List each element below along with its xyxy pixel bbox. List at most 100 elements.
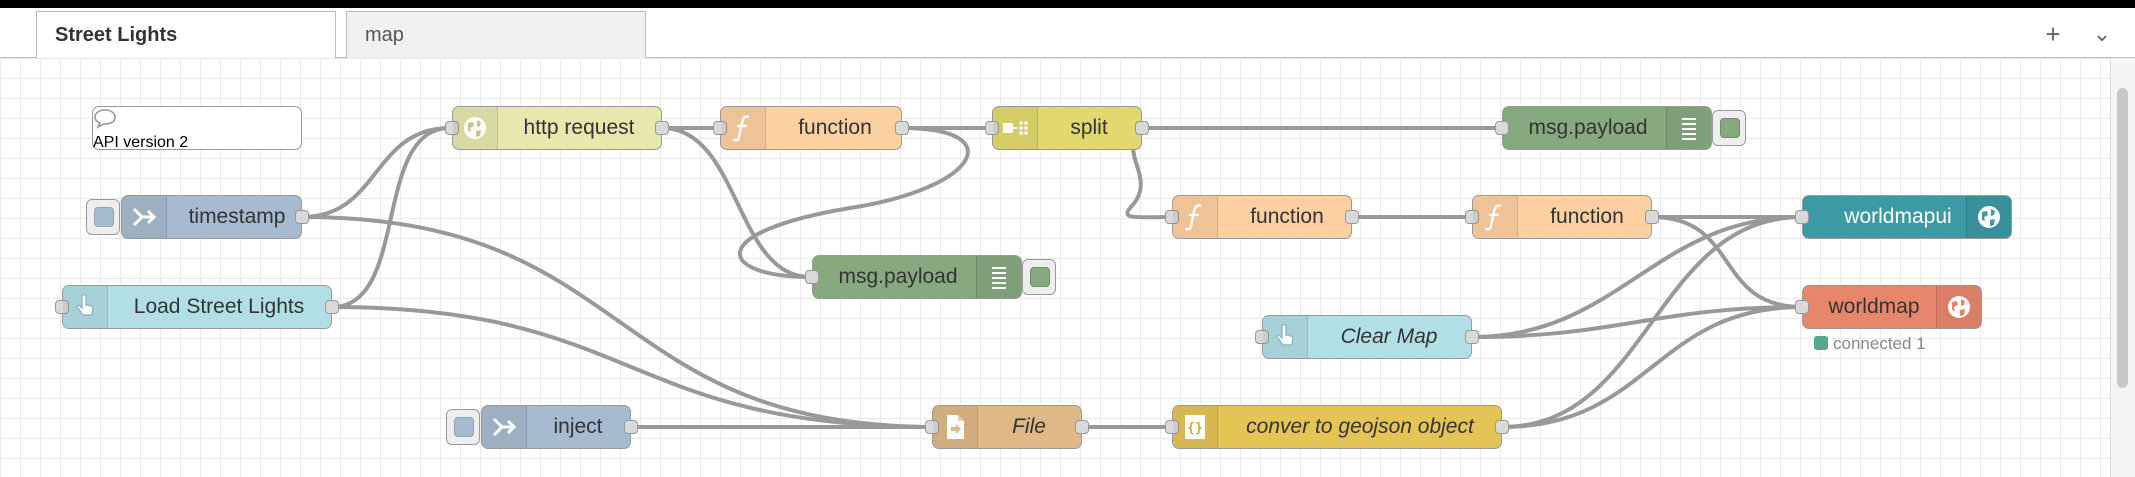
input-port[interactable] [1795,300,1809,314]
node-label: worldmapui [1844,205,1952,228]
function-node-3[interactable]: function [1465,195,1659,239]
comment-node[interactable]: API version 2 [92,106,302,151]
node-label: Clear Map [1340,325,1438,348]
tab-street-lights[interactable]: Street Lights [36,11,336,59]
input-port[interactable] [713,121,727,135]
wire-load-http [331,126,451,309]
worldmapui-node[interactable]: worldmapui [1795,195,2012,239]
timestamp-node[interactable]: timestamp [121,195,309,239]
debug-toggle-button[interactable] [1712,110,1746,146]
output-port[interactable] [1645,210,1659,224]
debug-list-icon [976,256,1021,298]
inject-node[interactable]: inject [481,405,638,449]
wire-function1-debug [738,126,970,279]
inject-trigger-square [94,207,114,227]
input-port[interactable] [1795,210,1809,224]
wire-conver-worldmapui [1501,215,1803,429]
globe-icon [1966,196,2011,238]
function-icon [1473,196,1518,238]
input-port[interactable] [445,121,459,135]
output-port[interactable] [295,210,309,224]
speech-bubble-icon [93,107,301,134]
worldmap-node[interactable]: worldmap [1795,285,1982,329]
debug-node-top[interactable]: msg.payload [1495,106,1712,150]
output-port[interactable] [624,420,638,434]
output-port[interactable] [1135,121,1149,135]
input-port[interactable] [55,300,69,314]
template-node[interactable]: {} conver to geojson object [1165,405,1509,449]
wire-timestamp-file [301,215,938,429]
wire-http-debug [661,126,811,279]
input-port[interactable] [1165,210,1179,224]
wire-clear-worldmapui [1471,215,1803,339]
node-label: msg.payload [1528,116,1648,139]
node-label: Load Street Lights [133,295,305,318]
node-label: inject [553,415,603,438]
output-port[interactable] [1075,420,1089,434]
wire-timestamp-http [301,126,451,219]
debug-list-icon [1666,107,1711,149]
input-port[interactable] [985,121,999,135]
worldmap-status: connected 1 [1814,334,1926,354]
output-port[interactable] [655,121,669,135]
node-label: function [1550,205,1624,228]
debug-node-mid[interactable]: msg.payload [805,255,1022,299]
function-icon [721,107,766,149]
node-label: worldmap [1828,295,1920,318]
workspace-tab-bar: Street Lights map + ⌄ [0,8,2135,59]
flow-canvas[interactable]: API version 2 timestamp Load Street Ligh… [0,58,2110,477]
node-label: API version 2 [93,134,189,151]
input-port[interactable] [1255,330,1269,344]
inject-trigger-button[interactable] [86,199,120,235]
svg-text:{}: {} [1187,421,1203,436]
function-icon [1173,196,1218,238]
input-port[interactable] [805,270,819,284]
tab-map[interactable]: map [346,11,646,58]
node-label: timestamp [188,205,286,228]
status-dot [1814,336,1828,350]
file-node[interactable]: File [925,405,1089,449]
function-node-2[interactable]: function [1165,195,1359,239]
vertical-scrollbar[interactable] [2110,58,2135,477]
globe-icon [453,107,498,149]
wire-function3-worldmap [1651,215,1803,309]
output-port[interactable] [1345,210,1359,224]
debug-toggle-square [1030,267,1050,287]
output-port[interactable] [1465,330,1479,344]
inject-arrow-icon [482,406,527,448]
hand-pointer-icon [63,286,108,328]
debug-toggle-button[interactable] [1022,259,1056,295]
output-port[interactable] [895,121,909,135]
template-braces-icon: {} [1173,406,1218,448]
inject-trigger-button[interactable] [446,409,480,445]
globe-icon [1936,286,1981,328]
wire-conver-worldmap [1501,305,1803,429]
file-icon [933,406,978,448]
function-node-1[interactable]: function [713,106,909,150]
input-port[interactable] [1495,121,1509,135]
inject-trigger-square [454,417,474,437]
node-label: split [1070,116,1108,139]
tab-menu-chevron-icon[interactable]: ⌄ [2092,21,2112,46]
inject-arrow-icon [122,196,167,238]
node-label: File [1012,415,1046,438]
input-port[interactable] [1465,210,1479,224]
node-label: conver to geojson object [1246,415,1474,438]
output-port[interactable] [1495,420,1509,434]
hand-pointer-icon [1263,316,1308,358]
split-node[interactable]: split [985,106,1149,150]
node-label: function [1250,205,1324,228]
http-request-node[interactable]: http request [445,106,669,150]
node-label: msg.payload [838,265,958,288]
node-label: http request [523,116,635,139]
add-tab-icon[interactable]: + [2045,19,2061,49]
input-port[interactable] [925,420,939,434]
debug-toggle-square [1720,118,1740,138]
node-red-workspace: Street Lights map + ⌄ [0,8,2135,477]
load-street-lights-node[interactable]: Load Street Lights [55,285,339,329]
scrollbar-thumb[interactable] [2117,88,2128,388]
clear-map-node[interactable]: Clear Map [1255,315,1479,359]
input-port[interactable] [1165,420,1179,434]
output-port[interactable] [325,300,339,314]
split-icon [993,107,1038,149]
